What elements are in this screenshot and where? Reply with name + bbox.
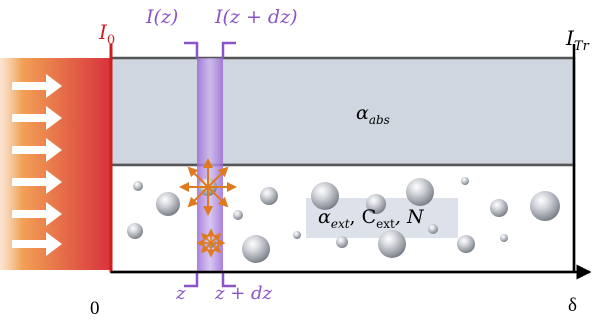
particle	[378, 230, 406, 258]
origin-label: 0	[90, 299, 100, 318]
c-ext-sub: ext	[376, 217, 395, 231]
alpha-abs-sub: abs	[369, 113, 390, 127]
i0-sub: 0	[107, 33, 115, 48]
alpha-ext-sub: ext	[331, 217, 350, 231]
bracket-top-left	[184, 43, 197, 58]
particle	[127, 223, 143, 239]
particle	[428, 224, 438, 234]
itr-main: I	[566, 26, 574, 50]
particle	[336, 236, 348, 248]
bracket-bottom-left	[184, 272, 197, 286]
z-dz-bottom-label: z + dz	[215, 285, 272, 303]
particle	[490, 199, 508, 217]
i0-main: I	[99, 20, 107, 44]
alpha-ext-main: α	[318, 206, 331, 228]
extinction-params-label: αext, Cext, N	[318, 208, 424, 230]
n-label: , N	[395, 206, 424, 228]
particle	[530, 191, 560, 221]
scatter-arrows	[181, 160, 235, 214]
alpha-abs-label: αabs	[356, 104, 390, 126]
particle	[461, 177, 469, 185]
particle	[156, 192, 180, 216]
izdz-label: I(z + dz)	[215, 8, 298, 27]
particle	[457, 235, 475, 253]
particle	[242, 235, 270, 263]
thickness-label: δ	[568, 296, 577, 315]
particle	[133, 181, 143, 191]
particle	[260, 187, 278, 205]
iz-label: I(z)	[146, 8, 178, 27]
particle	[500, 234, 508, 242]
itr-label: ITr	[566, 28, 589, 53]
absorbing-layer	[111, 58, 574, 165]
i0-label: I0	[99, 22, 115, 47]
particle	[233, 210, 243, 220]
c-ext-main: , C	[350, 206, 377, 228]
z-bottom-label: z	[176, 285, 185, 303]
bracket-top-right	[223, 43, 236, 58]
alpha-abs-main: α	[356, 102, 369, 124]
itr-sub: Tr	[574, 39, 589, 54]
particle	[406, 178, 434, 206]
particle	[293, 231, 301, 239]
